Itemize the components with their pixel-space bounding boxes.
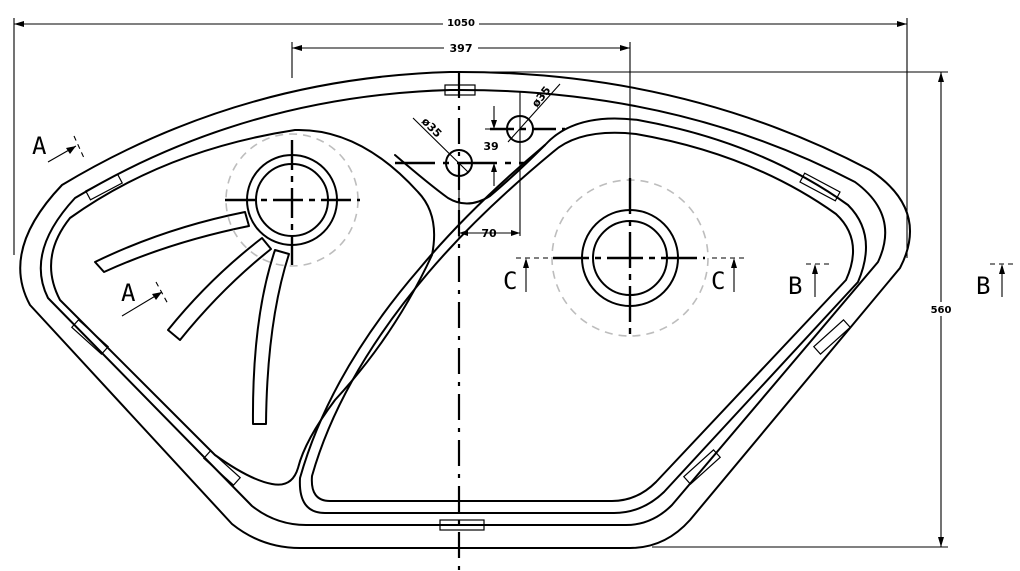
sink-outline-group [19,70,911,549]
spacing-arrow-left [459,230,468,236]
leader-left-hole [412,117,469,173]
overall-depth-label: 560 [931,305,952,316]
offset-arrow-left [292,45,302,51]
section-c-right-letter: C [711,267,725,295]
sink-inner-rim [39,88,887,526]
section-b-outer-letter: B [976,272,990,300]
section-a-lower-arrow [152,292,162,300]
section-b-inner-letter: B [788,272,802,300]
width-arrow-right [897,21,907,27]
clip-upper-right [799,172,841,202]
offset-arrow-right [620,45,630,51]
left-drain-group [225,133,360,267]
section-mark-a-lower: A [121,279,169,317]
depth-arrow-top [938,72,944,82]
tap-ledge [394,144,546,205]
section-mark-c-right: C [711,257,744,295]
section-c-right-arrow [731,258,737,268]
section-mark-a-upper: A [32,132,85,163]
main-bowl-group [298,117,867,514]
leader-right-hole [507,83,561,143]
section-b-outer-arrow [999,264,1005,274]
center-offset-label: 397 [450,42,473,55]
tap-spacing-label: 70 [481,227,497,240]
section-a-upper-cut [73,135,85,159]
hole-diameter-left-label: ø35 [419,115,444,140]
overall-width-label: 1050 [447,18,475,29]
drainer-groove-1 [94,211,250,273]
section-b-inner-arrow [812,264,818,274]
clip-bottom [439,519,485,531]
dimension-center-offset: 397 [291,40,631,180]
clip-right [812,319,852,355]
section-mark-c-left: C [503,257,548,295]
hole-diameter-right-label: ø35 [529,84,553,110]
main-drain-group [551,178,709,338]
section-c-left-letter: C [503,267,517,295]
dimension-overall-width: 1050 [13,15,908,258]
drainer-groove-3 [251,249,290,425]
clip-lower-right [682,449,722,485]
sink-outer-rim [19,70,911,549]
width-arrow-left [14,21,24,27]
section-a-lower-cut [155,281,169,305]
section-a-lower-letter: A [121,279,136,307]
left-drainer-outline [50,128,436,486]
section-c-left-arrow [523,258,529,268]
clip-upper-left [84,173,124,201]
mounting-clips [70,84,852,531]
main-bowl-inner-outline [310,131,854,502]
section-mark-b-inner: B [788,263,830,300]
left-drainer-group [50,128,436,486]
main-bowl-outline [298,117,867,514]
section-a-upper-letter: A [32,132,47,160]
dimension-tap-height: 39 [483,106,507,186]
section-mark-b-outer: B [976,263,1016,300]
spacing-arrow-right [511,230,520,236]
height-arrow-bottom [491,163,497,172]
drainer-groove-2 [167,237,272,341]
clip-lower-left [202,450,242,486]
clip-left [70,319,110,355]
dimension-overall-depth: 560 [459,71,954,548]
height-arrow-top [491,120,497,129]
dimension-tap-spacing: 70 [458,176,520,240]
section-a-upper-arrow [66,146,76,154]
tap-height-label: 39 [483,140,498,153]
depth-arrow-bottom [938,537,944,547]
